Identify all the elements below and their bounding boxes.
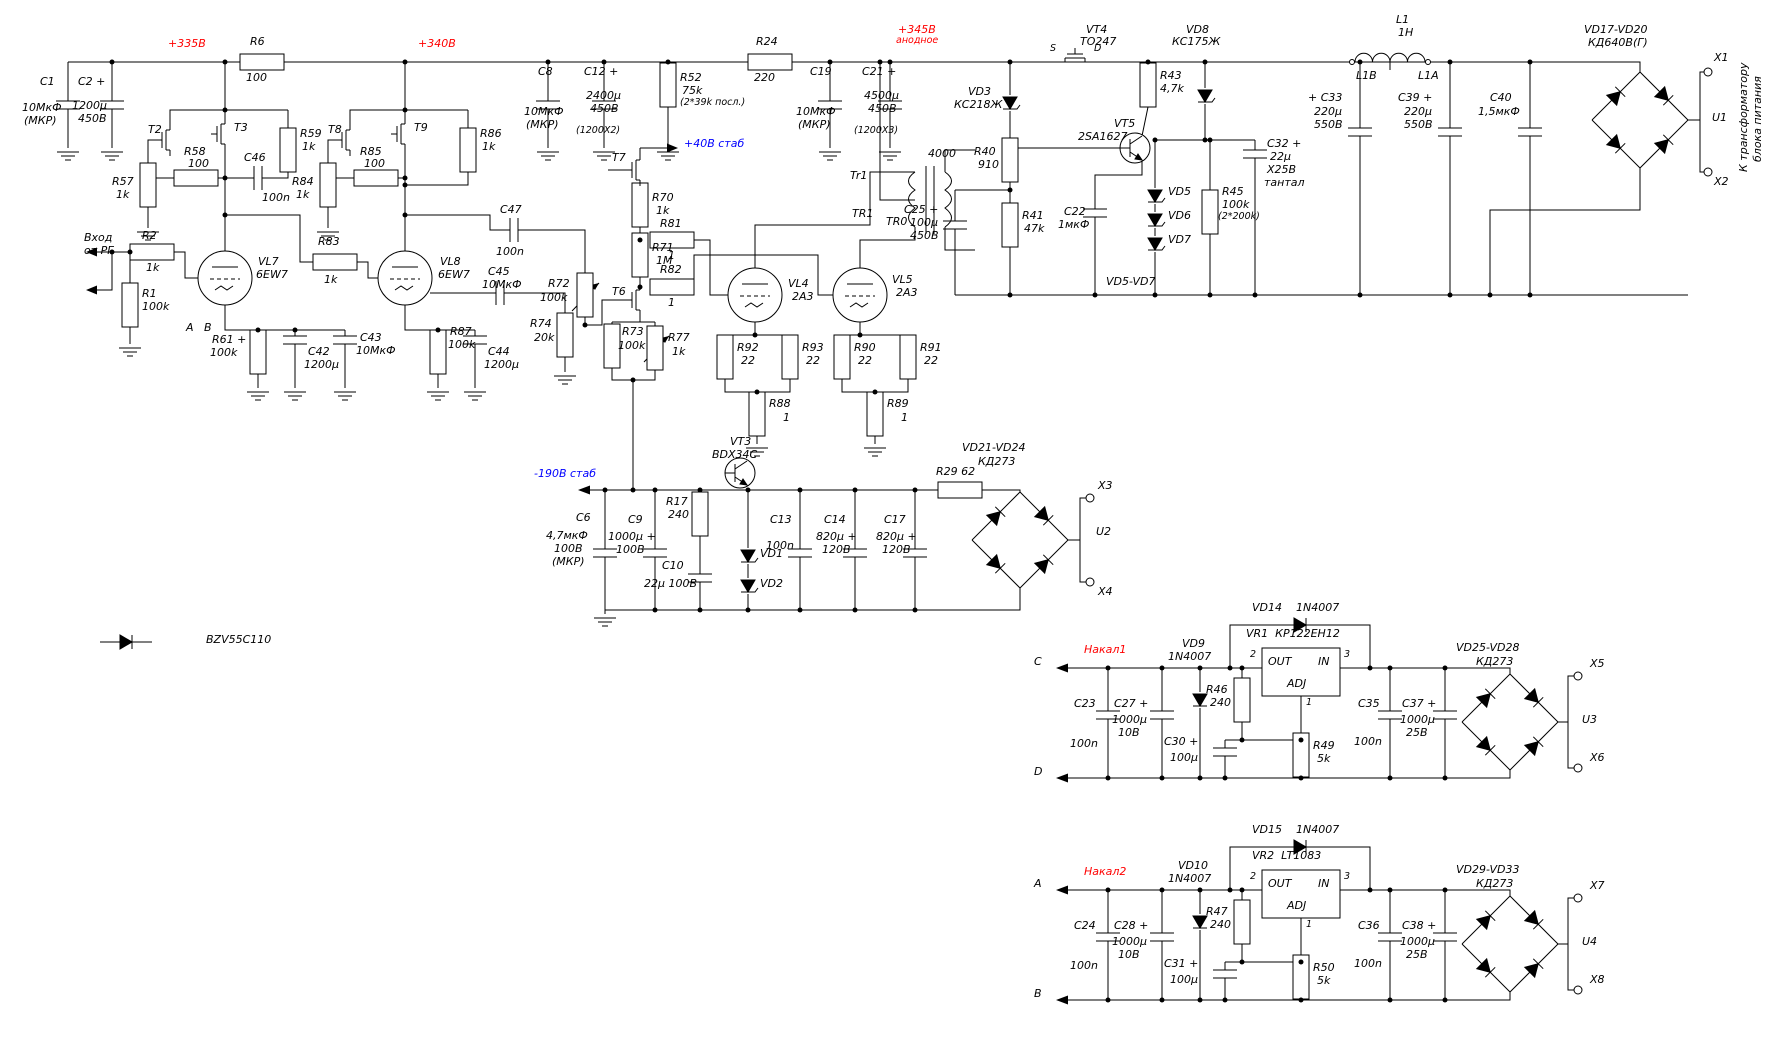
zener-vd3 <box>1002 96 1021 110</box>
wires-regulator <box>954 62 1256 295</box>
fet-t8 <box>335 123 351 157</box>
zener-vd8 <box>1197 89 1216 103</box>
terminal-x2 <box>1703 167 1713 177</box>
terminal-x3 <box>1085 493 1095 503</box>
semiconductor-symbols <box>119 47 1307 929</box>
transistor-vt3 <box>724 457 756 489</box>
wires-driver <box>571 143 833 490</box>
fet-t2 <box>155 123 171 157</box>
capacitor-symbols <box>55 100 1543 979</box>
regulator-vr2-box <box>1261 869 1341 919</box>
fet-t3 <box>210 117 226 151</box>
wires-filter-bridge-u1 <box>955 52 1704 296</box>
terminal-x6 <box>1573 763 1583 773</box>
regulator-vr1-box <box>1261 647 1341 697</box>
bridge-vd17-vd20 <box>1592 72 1688 168</box>
diode-bzv55c110 <box>119 634 133 650</box>
terminal-x8 <box>1573 985 1583 995</box>
transistor-vt5 <box>1119 132 1151 164</box>
zener-vd6 <box>1147 213 1166 227</box>
resistor-symbols <box>121 53 1310 1000</box>
terminal-x7 <box>1573 893 1583 903</box>
terminal-x1 <box>1703 67 1713 77</box>
diode-vd15 <box>1293 839 1307 855</box>
bridge-vd29-vd33 <box>1462 896 1558 992</box>
tube-vl8 <box>377 250 433 306</box>
wires-input-stage-1 <box>86 62 378 388</box>
diode-vd9 <box>1192 693 1208 707</box>
fet-vt4 <box>1058 47 1092 63</box>
fet-t9 <box>390 117 406 151</box>
bridge-vd21-vd24 <box>972 492 1068 588</box>
ground-symbols <box>56 151 902 627</box>
wires-negative-supply <box>578 485 1086 614</box>
zener-vd2 <box>740 579 759 593</box>
wires-input-stage-2 <box>327 62 626 388</box>
wires-top-rail <box>67 61 1641 148</box>
regulator-boxes <box>1261 647 1341 919</box>
zener-vd1 <box>740 549 759 563</box>
terminal-symbols <box>1085 67 1713 995</box>
fet-t7 <box>625 153 641 187</box>
zener-vd5 <box>1147 189 1166 203</box>
tube-vl7 <box>197 250 253 306</box>
wires-output-stage <box>724 62 1391 444</box>
terminal-x4 <box>1085 577 1095 587</box>
diode-vd10 <box>1192 915 1208 929</box>
bridge-vd25-vd28 <box>1462 674 1558 770</box>
tube-vl5 <box>832 267 888 323</box>
zener-vd7 <box>1147 237 1166 251</box>
diode-vd14 <box>1293 617 1307 633</box>
fet-t6 <box>625 283 641 317</box>
terminal-x5 <box>1573 671 1583 681</box>
tube-vl4 <box>727 267 783 323</box>
